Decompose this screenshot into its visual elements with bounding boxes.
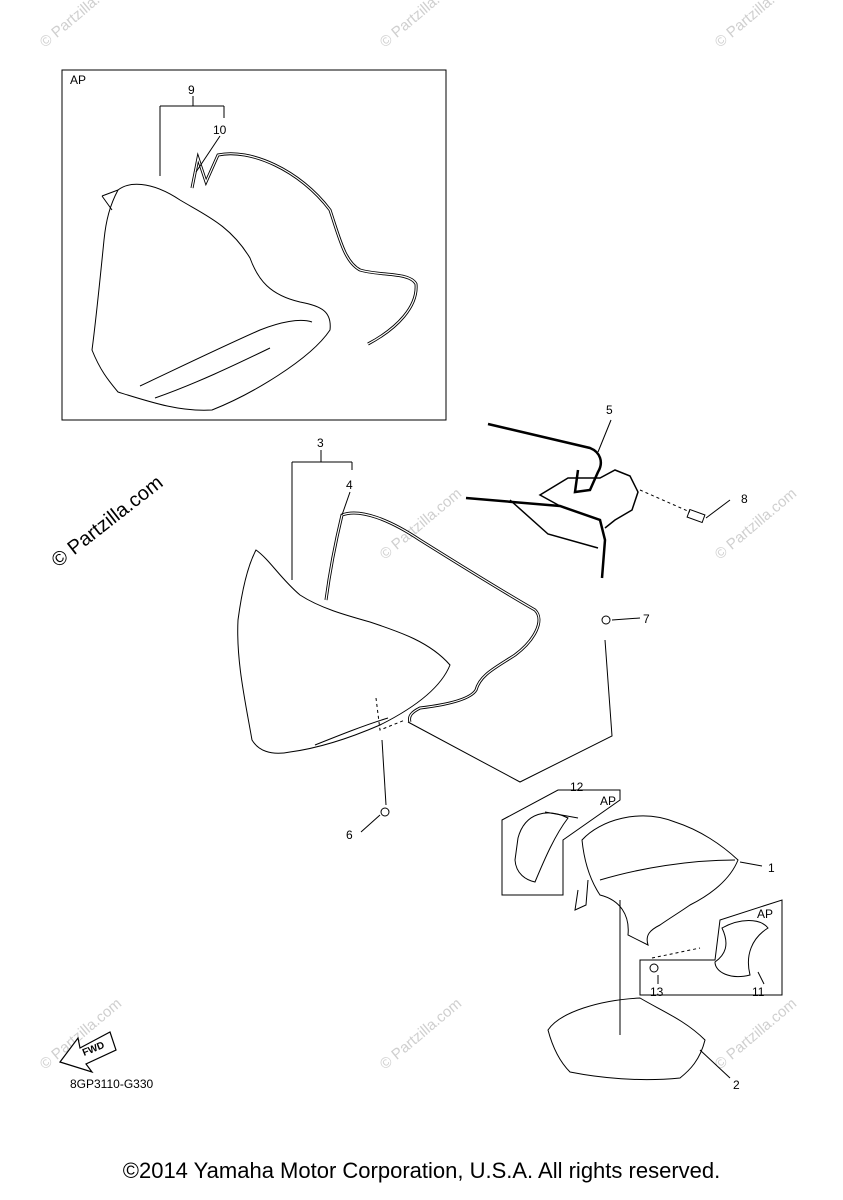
leader-line-7 (611, 617, 641, 621)
trim-strip-inner (325, 512, 540, 723)
windshield-contour (154, 347, 271, 399)
callout-13: 13 (650, 985, 664, 999)
callout-5: 5 (606, 403, 613, 417)
callout-2: 2 (733, 1078, 740, 1092)
leader-line-5 (597, 419, 612, 453)
bracket-assembly-5 (465, 422, 639, 579)
fwd-arrow-icon: FWD (59, 1031, 117, 1074)
ap-label: AP (70, 73, 86, 87)
ap-box-windshield (61, 69, 447, 421)
callout-6: 6 (346, 828, 353, 842)
leader-line-8 (705, 499, 731, 519)
clip-part-13 (649, 963, 659, 973)
leader-line-11 (757, 971, 765, 985)
bolt-part (686, 508, 706, 524)
ap-box-frame (501, 789, 621, 896)
windshield-assembly-3 (237, 450, 613, 833)
leader-line-10 (195, 135, 221, 173)
watermark-text: © Partzilla.com (377, 0, 465, 51)
watermark-logo: © Partzilla.com (48, 472, 168, 572)
ap-label: AP (600, 794, 616, 808)
leader-bracket-3 (291, 450, 353, 580)
bracket-plate (538, 469, 639, 529)
leader-line-1 (739, 861, 763, 867)
bracket-part (487, 422, 602, 494)
leader-line-12 (544, 811, 579, 819)
watermark-text: © Partzilla.com (377, 995, 465, 1073)
trim-strip-inner (191, 153, 417, 345)
bracket-part (465, 496, 607, 579)
watermark-text: © Partzilla.com (37, 0, 125, 51)
watermark-text: © Partzilla.com (712, 995, 800, 1073)
watermark-layer: © Partzilla.com © Partzilla.com © Partzi… (37, 0, 800, 1073)
ap-box-frame (639, 899, 783, 996)
accent-part-11 (714, 920, 769, 977)
part-code: 8GP3110-G330 (70, 1077, 153, 1091)
callout-4: 4 (346, 478, 353, 492)
nut-part (601, 615, 611, 625)
watermark-text: © Partzilla.com (712, 485, 800, 563)
accent-part-12 (514, 812, 569, 883)
callout-3: 3 (317, 436, 324, 450)
fastener-group (597, 419, 731, 625)
dashed-mount-line (375, 697, 406, 731)
callout-8: 8 (741, 492, 748, 506)
callout-7: 7 (643, 612, 650, 626)
windshield-part (237, 549, 451, 754)
windshield-part (91, 183, 331, 411)
watermark-text: © Partzilla.com (712, 0, 800, 51)
leader-line-6 (360, 814, 381, 833)
dashed-mount-line (651, 947, 701, 959)
cover-tab (574, 879, 589, 911)
leader-line-4 (341, 491, 351, 516)
callout-1: 1 (768, 861, 775, 875)
screw-line (381, 739, 387, 806)
windshield-contour (139, 319, 313, 387)
trim-strip-part (190, 152, 418, 346)
ap-box-frame (61, 69, 447, 421)
windshield-contour (314, 717, 389, 746)
assembly-guide-line (407, 639, 613, 783)
copyright-text: ©2014 Yamaha Motor Corporation, U.S.A. A… (122, 1158, 721, 1183)
bracket-part (509, 499, 599, 549)
callout-12: 12 (570, 780, 584, 794)
screw-part (380, 807, 390, 817)
callout-10: 10 (213, 123, 227, 137)
lower-cover-assembly (501, 789, 783, 1081)
leader-line-2 (699, 1049, 731, 1079)
windshield-edge (101, 189, 119, 211)
bolt-axis-line (639, 489, 691, 513)
cover-part (581, 815, 739, 946)
leader-bracket-9 (159, 96, 225, 176)
cover-contour (599, 859, 736, 881)
callout-11: 11 (752, 985, 765, 999)
callout-9: 9 (188, 83, 195, 97)
ap-label: AP (757, 907, 773, 921)
trim-strip-part (324, 511, 541, 723)
panel-part (547, 997, 706, 1081)
